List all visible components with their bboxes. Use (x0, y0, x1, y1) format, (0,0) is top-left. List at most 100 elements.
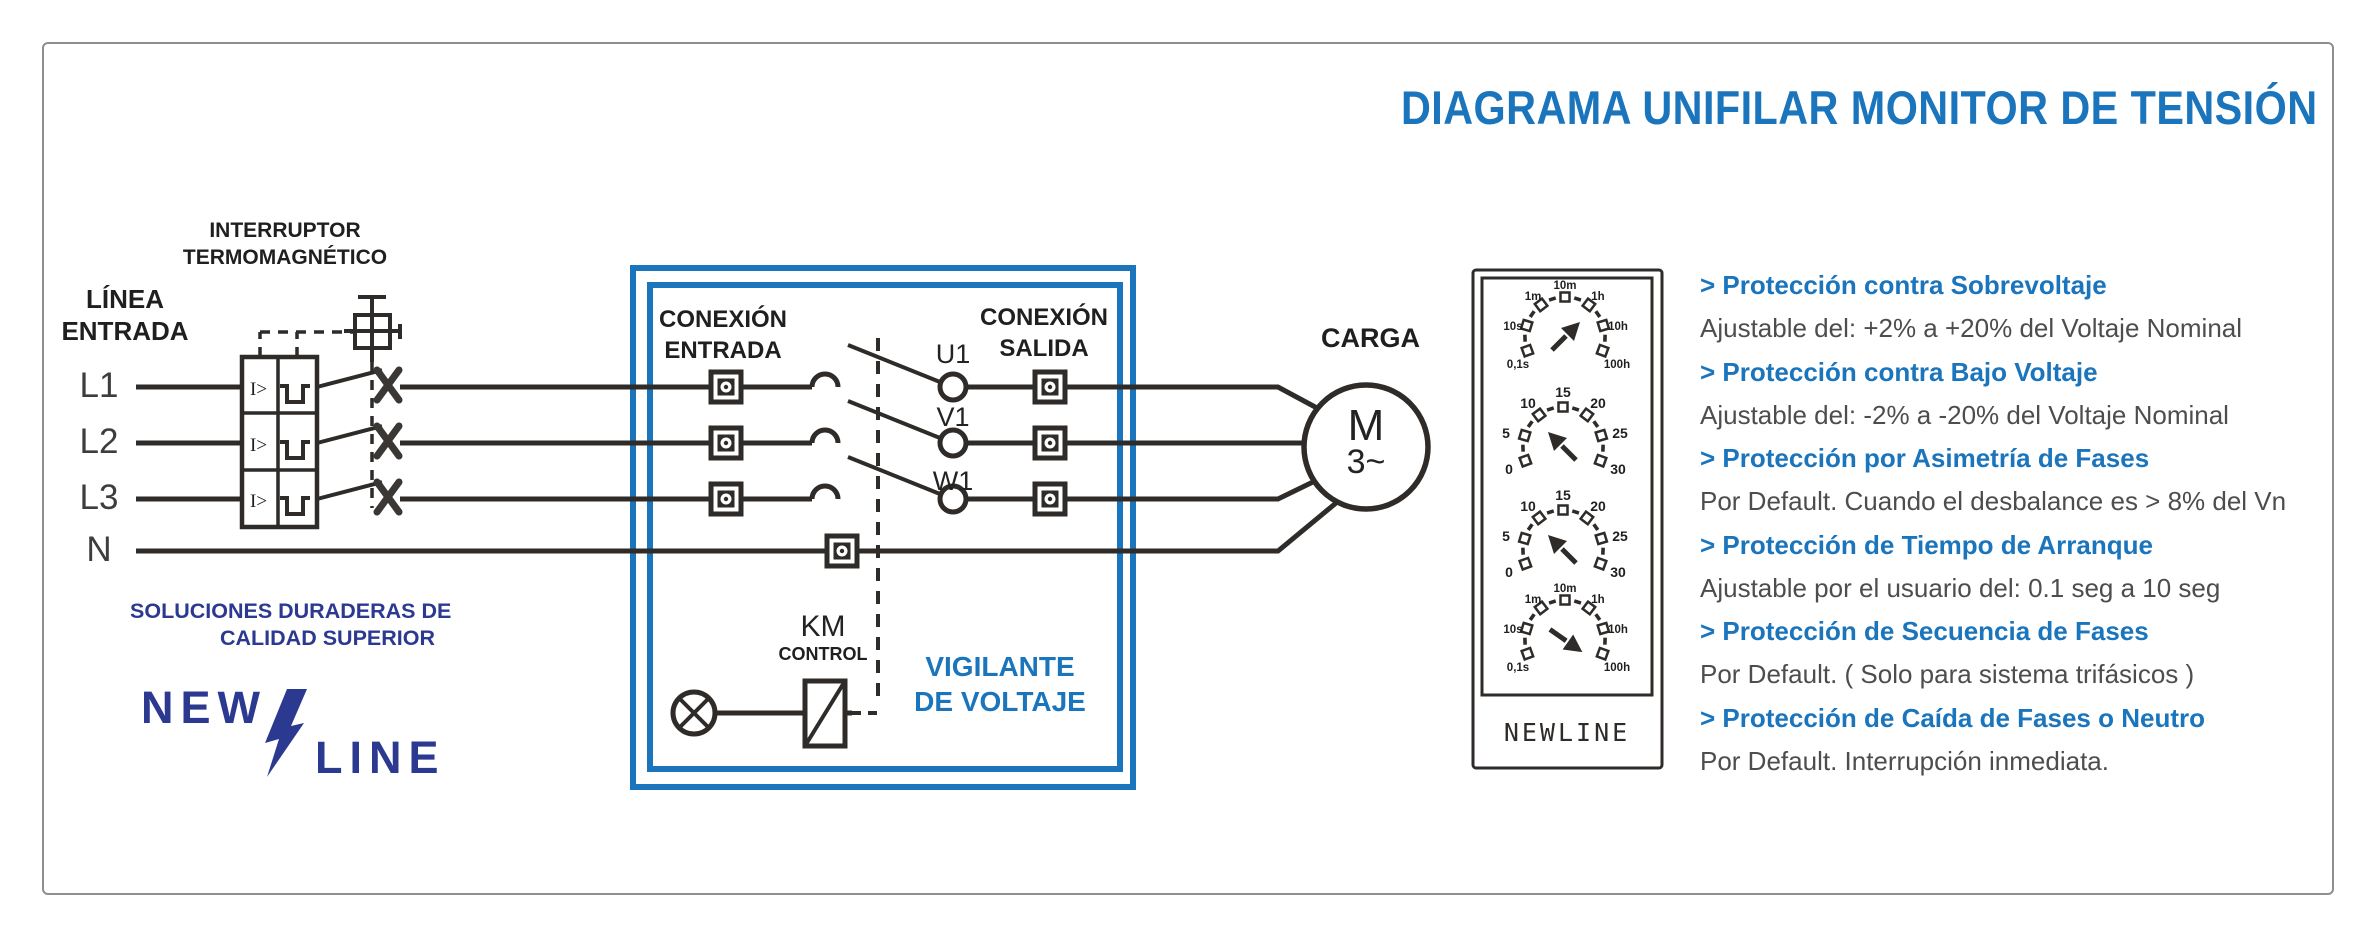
protection-description: Ajustable del: -2% a -20% del Voltaje No… (1700, 399, 2229, 430)
protection-description: Por Default. ( Solo para sistema trifási… (1700, 659, 2195, 689)
dial3-label: 5 (1502, 528, 1510, 544)
protection-item: > Protección contra Sobrevoltaje Ajustab… (1700, 264, 2345, 351)
device-name-line2: DE VOLTAJE (914, 686, 1086, 717)
load-label: CARGA (1321, 323, 1420, 353)
protection-title: > Protección de Caída de Fases o Neutro (1700, 702, 2205, 733)
terminals (711, 372, 1065, 566)
dial2-label: 25 (1612, 425, 1628, 441)
terminal-label-v1: V1 (936, 402, 970, 432)
dial4-label: 100h (1604, 662, 1630, 674)
phase-label-l2: L2 (79, 422, 119, 461)
device-name-line1: VIGILANTE (925, 651, 1075, 682)
line-input-label: LÍNEA ENTRADA (50, 283, 200, 347)
breaker (239, 354, 320, 530)
dial3-label: 25 (1612, 528, 1628, 544)
dial1-label: 10h (1608, 321, 1628, 333)
protection-description: Por Default. Cuando el desbalance es > 8… (1700, 486, 2287, 516)
dial2-label: 30 (1610, 461, 1626, 477)
device-panel (1471, 268, 1664, 770)
page-title: DIAGRAMA UNIFILAR MONITOR DE TENSIÓN (1401, 81, 2318, 134)
protection-title: > Protección contra Bajo Voltaje (1700, 356, 2098, 387)
dial1-label: 100h (1604, 359, 1630, 371)
protections-list: > Protección contra Sobrevoltaje Ajustab… (1700, 264, 2345, 783)
dial1-label: 10m (1553, 280, 1576, 292)
protection-description: Ajustable por el usuario del: 0.1 seg a … (1700, 572, 2221, 603)
phase-label-l1: L1 (79, 366, 119, 405)
dial3-label: 0 (1505, 564, 1513, 580)
dial4-label: 0,1s (1507, 662, 1529, 674)
line-input-label-line1: LÍNEA (86, 284, 164, 314)
protection-item: > Protección contra Bajo Voltaje Ajustab… (1700, 351, 2345, 438)
dial2-label: 20 (1590, 395, 1606, 411)
protection-title: > Protección de Tiempo de Arranque (1700, 529, 2153, 560)
pole-1-symbol: I> (250, 379, 267, 400)
dial4-label: 10m (1553, 583, 1576, 595)
logo-tagline-line2: CALIDAD SUPERIOR (219, 626, 435, 650)
dial-3 (1517, 504, 1609, 571)
dial4-label: 1m (1525, 594, 1542, 606)
protection-title: > Protección por Asimetría de Fases (1700, 443, 2150, 473)
logo-tagline: SOLUCIONES DURADERAS DE CALIDAD SUPERIOR (130, 598, 452, 652)
dial2-label: 10 (1520, 395, 1536, 411)
input-connection-label: CONEXIÓN ENTRADA (621, 304, 825, 366)
breaker-label: INTERRUPTOR TERMOMAGNÉTICO (150, 217, 420, 271)
protection-title: > Protección contra Sobrevoltaje (1700, 270, 2107, 300)
output-connection-label: CONEXIÓN SALIDA (942, 302, 1146, 364)
protection-title: > Protección de Secuencia de Fases (1700, 616, 2149, 646)
input-connection-line2: ENTRADA (664, 337, 782, 364)
dial3-label: 15 (1555, 487, 1571, 503)
dial2-label: 5 (1502, 425, 1510, 441)
phase-label-n: N (86, 530, 112, 569)
dial3-label: 20 (1590, 498, 1606, 514)
device-brand: NEWLINE (1503, 718, 1631, 747)
contactor-label: KM (800, 610, 846, 643)
protection-item: > Protección por Asimetría de Fases Por … (1700, 437, 2345, 524)
pole-3-symbol: I> (250, 491, 267, 512)
protection-item: > Protección de Secuencia de Fases Por D… (1700, 610, 2345, 697)
logo-tagline-line1: SOLUCIONES DURADERAS DE (130, 599, 452, 623)
protection-description: Ajustable del: +2% a +20% del Voltaje No… (1700, 313, 2243, 343)
monitor-box-border (630, 265, 1136, 790)
lightning-bolt-icon (265, 689, 307, 777)
dial1-label: 0,1s (1507, 359, 1529, 371)
terminal-label-w1: W1 (932, 466, 974, 496)
contactor-control (670, 338, 880, 749)
protection-item: > Protección de Caída de Fases o Neutro … (1700, 697, 2345, 784)
motor-phases: 3~ (1346, 443, 1386, 481)
line-input-label-line2: ENTRADA (61, 316, 189, 346)
outer-border (42, 42, 2334, 895)
breaker-label-line2: TERMOMAGNÉTICO (182, 246, 388, 269)
protection-item: > Protección de Tiempo de Arranque Ajust… (1700, 524, 2345, 611)
breaker-contact-x (377, 370, 399, 512)
dial2-label: 0 (1505, 461, 1513, 477)
control-label: CONTROL (778, 644, 868, 664)
logo-name-first: NEW (141, 682, 267, 733)
motor-letter: M (1347, 401, 1385, 450)
output-connection-line1: CONEXIÓN (979, 304, 1108, 331)
dial2-label: 15 (1555, 384, 1571, 400)
breaker-pole-labels: I> I> I> (250, 379, 267, 512)
dial-3-labels: 0 5 10 15 20 25 30 (1502, 487, 1628, 580)
dial1-label: 1h (1591, 291, 1604, 303)
dial4-label: 10h (1608, 624, 1628, 636)
protection-description: Por Default. Interrupción inmediata. (1700, 745, 2109, 776)
terminal-label-u1: U1 (935, 339, 971, 369)
dial3-label: 10 (1520, 498, 1536, 514)
dial-2 (1517, 401, 1609, 468)
dial-4-labels: 0,1s 10s 1m 10m 1h 10h 100h (1503, 583, 1630, 674)
output-connection-line2: SALIDA (999, 335, 1089, 362)
pole-2-symbol: I> (250, 435, 267, 456)
input-connection-line1: CONEXIÓN (658, 306, 787, 333)
breaker-mechanism (258, 295, 402, 508)
dial1-label: 10s (1503, 321, 1522, 333)
phase-label-l3: L3 (79, 478, 119, 517)
motor (1301, 382, 1431, 512)
dial4-label: 1h (1591, 594, 1604, 606)
dial1-label: 1m (1525, 291, 1542, 303)
breaker-label-line1: INTERRUPTOR (209, 219, 361, 242)
dial3-label: 30 (1610, 564, 1626, 580)
dial4-label: 10s (1503, 624, 1522, 636)
logo-name-second: LINE (315, 732, 446, 783)
